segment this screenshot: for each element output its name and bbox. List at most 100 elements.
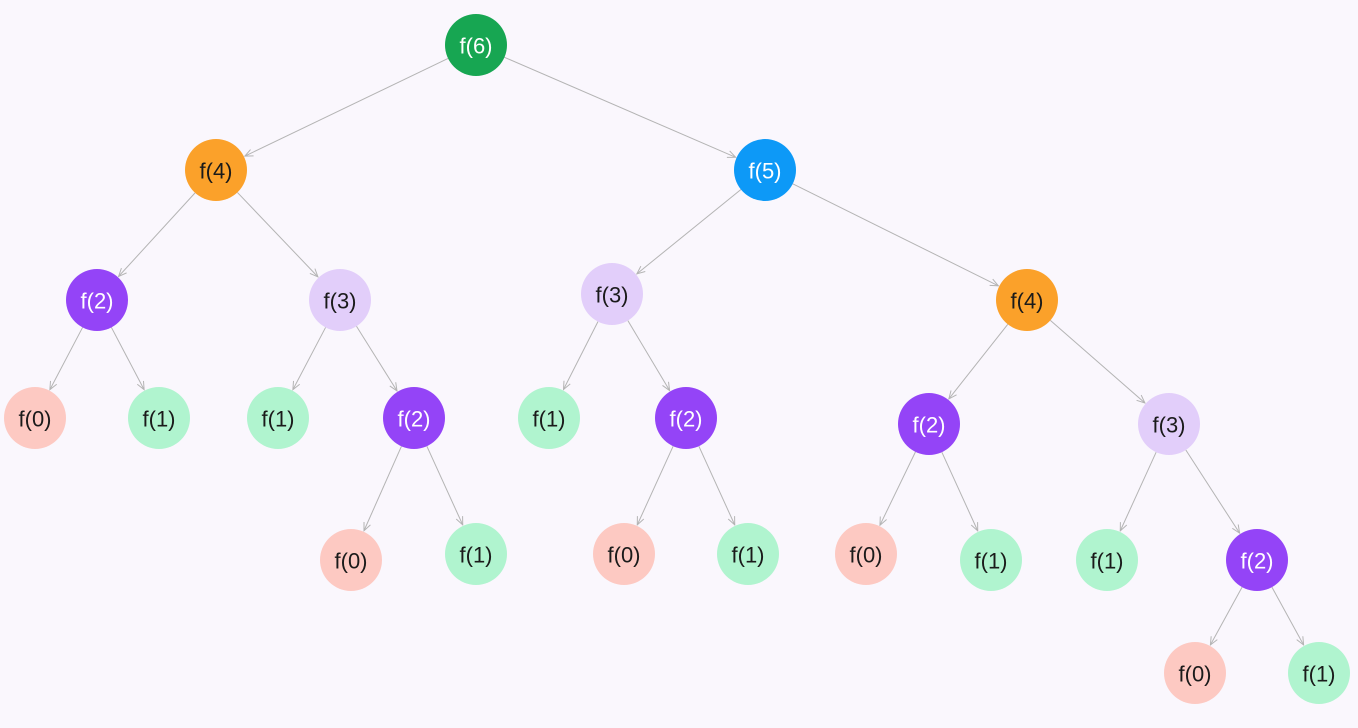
node-circle	[320, 529, 382, 591]
node-label: f(3)	[1153, 413, 1186, 438]
node-label: f(5)	[749, 159, 782, 184]
tree-node-f5: f(5)	[734, 139, 796, 201]
node-circle	[1288, 642, 1350, 704]
tree-node-f0e: f(0)	[1164, 642, 1226, 704]
node-circle	[717, 523, 779, 585]
edge-f3b-f1c	[563, 321, 599, 390]
edge-f2d-f1f	[941, 451, 978, 531]
edge-f2a-f0a	[50, 327, 84, 389]
edge-f4b-f2d	[949, 324, 1009, 399]
edge-f3b-f2c	[627, 320, 670, 391]
tree-node-f4a: f(4)	[185, 139, 247, 201]
tree-node-f2e: f(2)	[1226, 529, 1288, 591]
node-label: f(3)	[596, 283, 629, 308]
edge-f4a-f2a	[119, 192, 196, 277]
tree-node-f2c: f(2)	[655, 387, 717, 449]
tree-node-f1b: f(1)	[247, 387, 309, 449]
tree-node-f1f: f(1)	[960, 529, 1022, 591]
node-circle	[128, 387, 190, 449]
tree-node-f0d: f(0)	[835, 523, 897, 585]
edge-f5-f4b	[792, 183, 999, 286]
node-label: f(0)	[850, 543, 883, 568]
node-circle	[734, 139, 796, 201]
node-label: f(2)	[398, 407, 431, 432]
node-circle	[445, 523, 507, 585]
tree-node-f3c: f(3)	[1138, 393, 1200, 455]
tree-node-f1c: f(1)	[518, 387, 580, 449]
tree-node-f3a: f(3)	[309, 269, 371, 331]
node-label: f(0)	[19, 407, 52, 432]
node-label: f(1)	[1303, 662, 1336, 687]
node-label: f(4)	[200, 159, 233, 184]
edge-f2d-f0d	[880, 451, 916, 525]
edge-f3a-f2b	[356, 325, 397, 391]
node-circle	[445, 14, 507, 76]
tree-node-f1e: f(1)	[717, 523, 779, 585]
edge-f2e-f1h	[1271, 586, 1304, 645]
edge-f6-f5	[504, 56, 735, 157]
node-circle	[383, 387, 445, 449]
node-label: f(1)	[262, 407, 295, 432]
node-label: f(1)	[533, 407, 566, 432]
edge-f3a-f1b	[293, 327, 327, 389]
node-circle	[1076, 529, 1138, 591]
node-label: f(1)	[143, 407, 176, 432]
node-circle	[4, 387, 66, 449]
node-label: f(3)	[324, 289, 357, 314]
tree-node-f3b: f(3)	[581, 263, 643, 325]
edge-f5-f3b	[637, 189, 742, 274]
node-circle	[960, 529, 1022, 591]
node-circle	[1164, 642, 1226, 704]
node-label: f(0)	[608, 543, 641, 568]
node-label: f(6)	[460, 34, 493, 59]
edge-f4a-f3a	[237, 192, 318, 276]
node-label: f(2)	[913, 413, 946, 438]
node-circle	[518, 387, 580, 449]
tree-node-f6: f(6)	[445, 14, 507, 76]
edge-f2a-f1a	[110, 327, 144, 389]
node-circle	[66, 269, 128, 331]
node-circle	[309, 269, 371, 331]
edge-f3c-f1g	[1120, 451, 1157, 531]
edge-f6-f4a	[245, 57, 449, 156]
tree-node-f0a: f(0)	[4, 387, 66, 449]
tree-node-f2b: f(2)	[383, 387, 445, 449]
edge-f4b-f3c	[1050, 320, 1145, 403]
tree-node-f4b: f(4)	[996, 269, 1058, 331]
node-circle	[898, 393, 960, 455]
node-label: f(2)	[670, 407, 703, 432]
edge-f2e-f0e	[1210, 586, 1243, 645]
node-label: f(2)	[81, 289, 114, 314]
edge-f2c-f0c	[637, 445, 674, 525]
node-circle	[835, 523, 897, 585]
tree-node-f0b: f(0)	[320, 529, 382, 591]
node-label: f(1)	[1091, 549, 1124, 574]
node-label: f(0)	[1179, 662, 1212, 687]
tree-node-f2a: f(2)	[66, 269, 128, 331]
edge-f2b-f1d	[426, 445, 463, 525]
node-circle	[655, 387, 717, 449]
tree-node-f1h: f(1)	[1288, 642, 1350, 704]
tree-node-f1d: f(1)	[445, 523, 507, 585]
node-label: f(4)	[1011, 289, 1044, 314]
node-circle	[581, 263, 643, 325]
node-circle	[247, 387, 309, 449]
node-label: f(0)	[335, 549, 368, 574]
node-circle	[996, 269, 1058, 331]
tree-node-f0c: f(0)	[593, 523, 655, 585]
node-circle	[185, 139, 247, 201]
node-circle	[1138, 393, 1200, 455]
edge-f2b-f0b	[364, 446, 402, 530]
node-label: f(2)	[1241, 549, 1274, 574]
tree-node-f1a: f(1)	[128, 387, 190, 449]
tree-node-f1g: f(1)	[1076, 529, 1138, 591]
node-label: f(1)	[460, 543, 493, 568]
node-label: f(1)	[975, 549, 1008, 574]
edge-f2c-f1e	[698, 445, 735, 525]
tree-node-f2d: f(2)	[898, 393, 960, 455]
node-circle	[593, 523, 655, 585]
edge-f3c-f2e	[1185, 449, 1240, 533]
node-circle	[1226, 529, 1288, 591]
edges-layer	[50, 56, 1304, 645]
